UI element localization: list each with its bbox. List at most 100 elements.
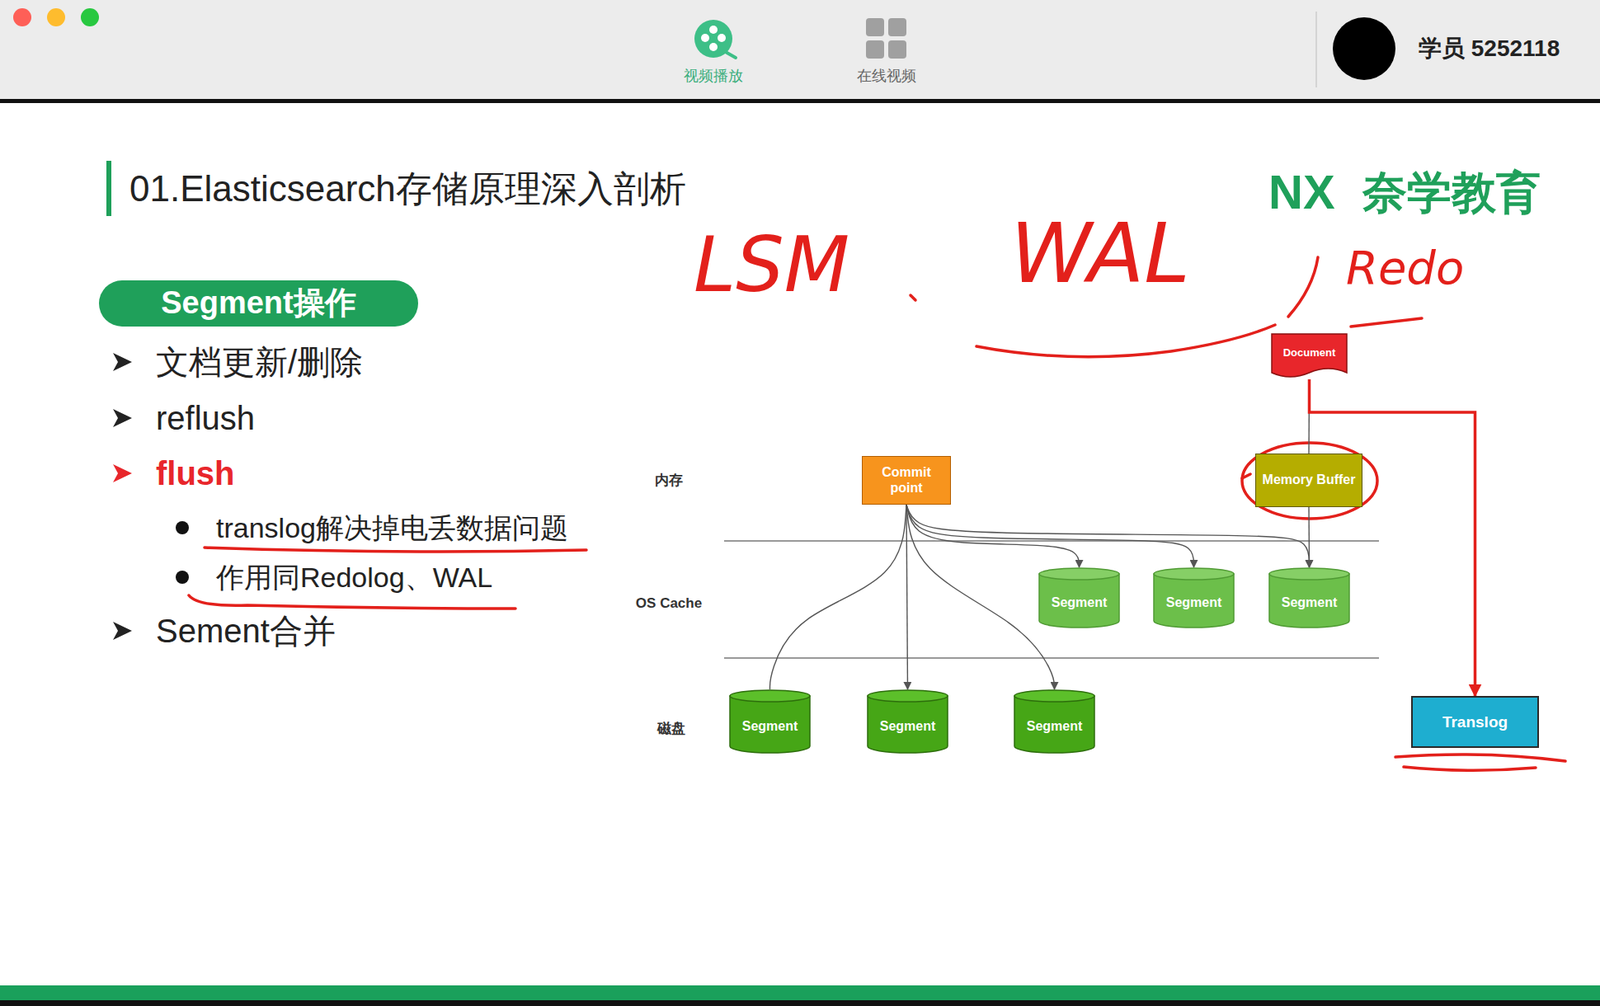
node-text: Segment [1166,595,1223,611]
band-label: 磁盘 [657,720,686,738]
translog-box: Translog [1411,696,1539,749]
bullet-text: flush [155,453,236,494]
handwritten-underline [1350,318,1422,327]
cache-segment: Segment [1038,567,1120,628]
handwritten-underline [188,595,516,609]
cylinder-body [1039,574,1120,628]
cylinder-top [1269,568,1350,580]
grid-icon-cell [888,40,907,59]
user-avatar [1332,17,1396,80]
video-play-icon [694,19,736,58]
nav-label: 在线视频 [856,67,917,86]
connectors [770,379,1476,697]
cylinder-body [729,696,810,753]
node-text: Segment [1026,719,1083,735]
grid-icon [865,18,907,59]
bullet-dot [175,570,189,584]
cylinder-body [1014,696,1095,753]
connector [906,504,1310,568]
connector [906,504,1055,690]
user-label: 学员 5252118 [1418,34,1560,63]
handwritten-note: Redo [1345,240,1464,296]
cylinder-top [729,690,810,702]
sub-bullet-text: 作用同Redolog、WAL [216,560,493,595]
band-label: 内存 [654,472,683,490]
video-icon-hole [709,42,718,52]
bottom-rule [0,1000,1600,1006]
handwritten-note: LSM [693,220,850,311]
cache-segment: Segment [1268,567,1351,628]
bullet-arrow [112,464,132,483]
handwritten-underline [204,547,587,552]
slide-title: 01.Elasticsearch存储原理深入剖析 [129,167,687,212]
bullet-dot [175,521,189,535]
disk-segment: Segment [729,689,811,753]
video-icon-hole [717,33,726,43]
video-icon-tail [724,51,736,58]
connector [1309,379,1476,697]
handwritten-underline [1403,767,1536,771]
bullet-text: Sement合并 [155,611,336,651]
cache-segment: Segment [1152,567,1235,628]
node-text: Document [1283,347,1337,360]
band-divider [724,657,1379,659]
node-text: Commit point [867,465,946,496]
commit-point-box: Commit point [861,456,951,505]
handwritten-tick [1242,474,1251,479]
connector [906,504,909,690]
node-text: Translog [1442,713,1508,732]
node-text: Segment [742,719,799,735]
handwritten-comma [1288,257,1318,317]
cylinder-top [867,690,948,702]
video-icon-hole [701,33,710,43]
cylinder-body [867,696,948,753]
handwritten-underline [976,324,1276,358]
handwritten-dot [910,295,916,301]
connector [770,504,908,690]
top-bar-rule [0,98,1600,104]
cylinder-body [1153,574,1234,628]
title-accent-bar [106,160,112,217]
top-bar [0,0,1600,99]
cylinder-body [1269,574,1350,628]
document-flag: Document [1270,333,1348,380]
node-text: Memory Buffer [1262,472,1356,488]
window-zoom-dot [80,8,99,27]
band-divider [724,540,1379,542]
grid-icon-cell [888,18,907,37]
cylinder-top [1014,690,1095,702]
window-close-dot [13,8,32,27]
nav-label: 视频播放 [683,67,744,86]
disk-segment: Segment [866,689,949,753]
handwritten-circle [1242,442,1378,519]
bullet-arrow [112,409,132,428]
sub-bullet-text: translog解决掉电丢数据问题 [216,511,569,546]
handwritten-underline [1395,754,1566,762]
bullet-text: reflush [155,398,255,438]
window-minimize-dot [47,8,66,27]
bottom-bar [0,985,1600,1001]
bullet-markers [112,352,189,640]
grid-icon-cell [865,40,885,59]
connector [906,504,1080,568]
memory-buffer-box: Memory Buffer [1255,453,1363,508]
node-text: Segment [1281,595,1338,611]
bullet-arrow [112,352,132,372]
disk-segment: Segment [1013,689,1096,753]
bar-separator [1315,11,1318,88]
section-pill: Segment操作 [98,280,419,327]
connector [906,504,1195,568]
logo-text: 奈学教育 [1362,165,1541,220]
band-label: OS Cache [635,595,702,612]
cylinder-top [1153,568,1234,580]
bullet-arrow [112,621,132,640]
flag-shape [1271,334,1347,377]
handwritten-note: WAL [1010,204,1191,304]
logo-mark: NX [1268,163,1336,222]
grid-icon-cell [865,18,885,37]
handwriting-strokes [188,257,1566,771]
video-icon-hole [709,25,718,34]
cylinder-top [1039,568,1120,580]
node-text: Segment操作 [160,285,356,322]
node-text: Segment [880,719,937,735]
